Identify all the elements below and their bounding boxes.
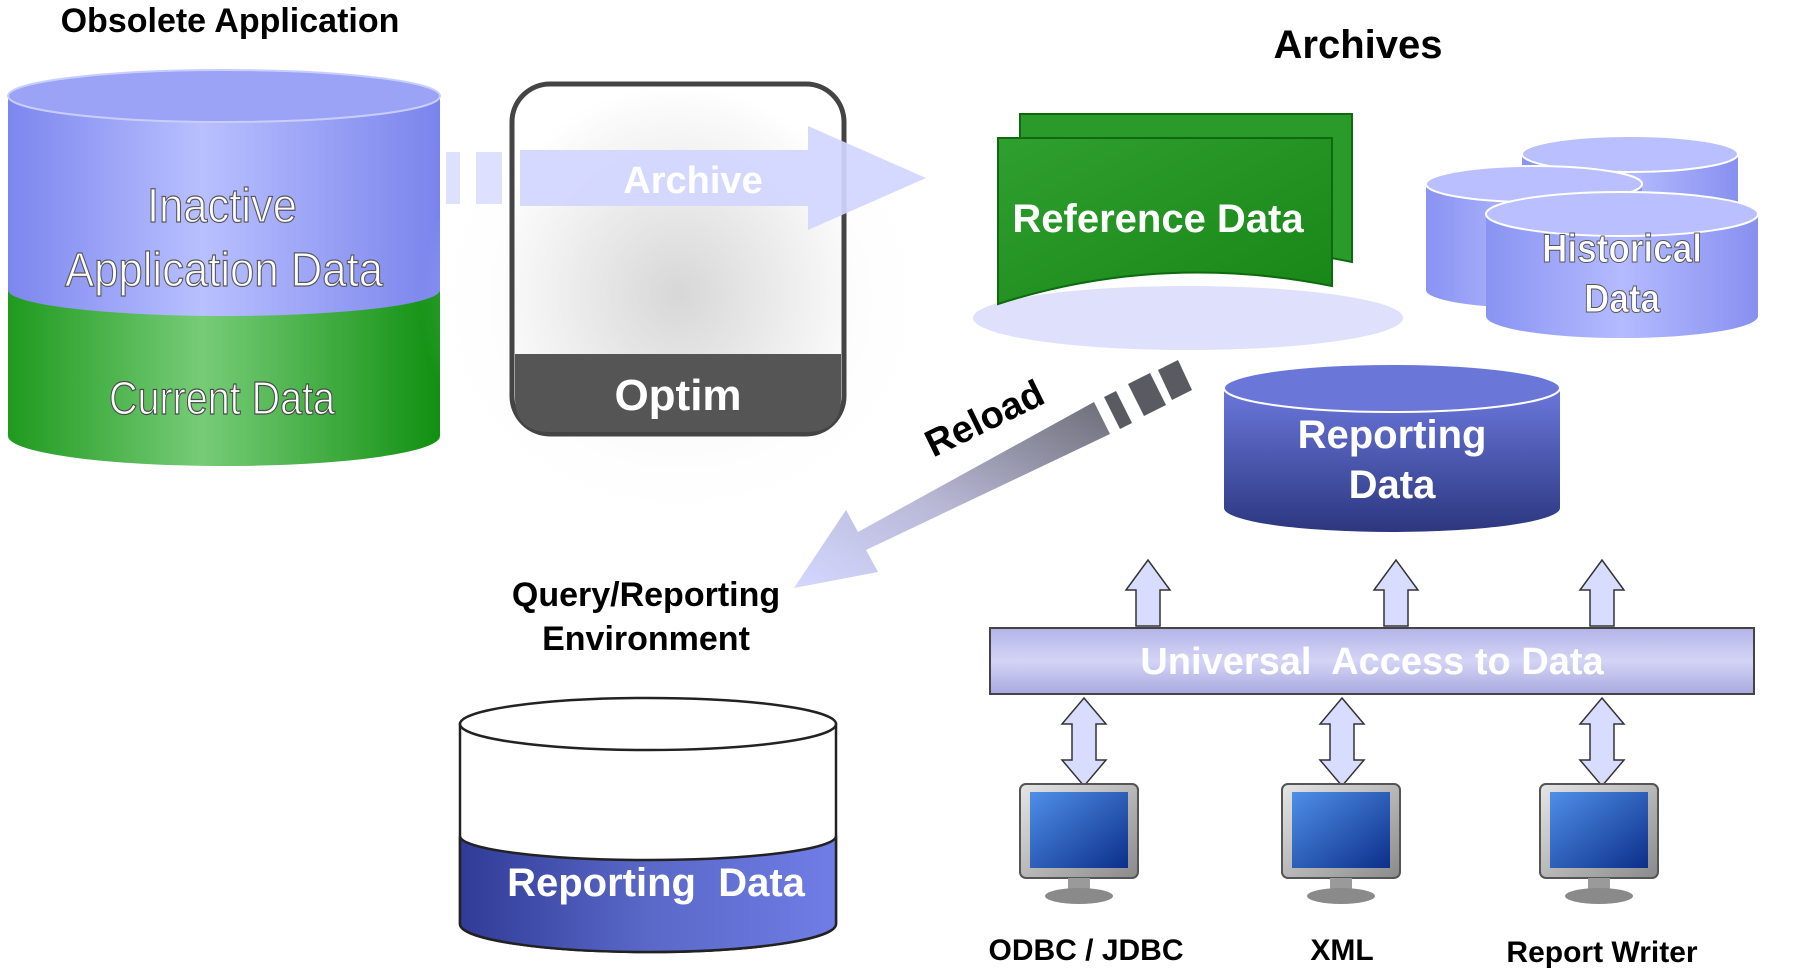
client-label-odbc: ODBC / JDBC xyxy=(988,934,1183,967)
double-arrow-xml xyxy=(1318,696,1366,788)
inactive-data-label-2: Application Data xyxy=(65,244,383,297)
query-reporting-data-label: Reporting Data xyxy=(507,861,806,905)
query-reporting-heading-2: Environment xyxy=(542,620,750,658)
monitor-report-writer-icon xyxy=(1539,783,1659,904)
query-reporting-data-cylinder: Reporting Data xyxy=(458,696,838,954)
client-label-report-writer: Report Writer xyxy=(1506,936,1697,968)
query-reporting-heading-1: Query/Reporting xyxy=(512,576,780,614)
reference-data-label: Reference Data xyxy=(1012,197,1304,241)
archive-arrow: Archive xyxy=(446,126,926,230)
historical-data-label-1: Historical xyxy=(1542,227,1702,271)
inactive-data-label-1: Inactive xyxy=(147,180,297,233)
double-arrow-odbc xyxy=(1060,696,1108,788)
reference-data-documents: Reference Data xyxy=(973,113,1403,350)
obsolete-application-heading: Obsolete Application xyxy=(61,2,400,40)
up-arrow-1 xyxy=(1124,558,1172,627)
historical-data-label-2: Data xyxy=(1584,277,1661,321)
current-data-label: Current Data xyxy=(109,372,335,424)
up-arrow-2 xyxy=(1372,558,1420,627)
archive-reporting-data-cylinder: Reporting Data xyxy=(1223,363,1561,532)
optim-label: Optim xyxy=(614,371,741,420)
universal-access-label: Universal Access to Data xyxy=(1140,641,1604,683)
historical-data-cylinders: Historical Data xyxy=(1425,135,1759,338)
up-arrow-3 xyxy=(1578,558,1626,627)
archive-reporting-data-label-1: Reporting xyxy=(1298,413,1487,457)
source-database-cylinder: Inactive Application Data Current Data xyxy=(7,69,441,466)
client-label-xml: XML xyxy=(1310,934,1373,967)
universal-access-bar: Universal Access to Data xyxy=(989,627,1755,695)
monitor-xml-icon xyxy=(1281,783,1401,904)
archive-reporting-data-label-2: Data xyxy=(1349,463,1436,507)
archive-arrow-label: Archive xyxy=(623,160,762,202)
optim-box: Optim xyxy=(420,70,940,530)
monitor-odbc-icon xyxy=(1019,783,1139,904)
archives-heading: Archives xyxy=(1274,23,1443,67)
double-arrow-report-writer xyxy=(1578,696,1626,788)
